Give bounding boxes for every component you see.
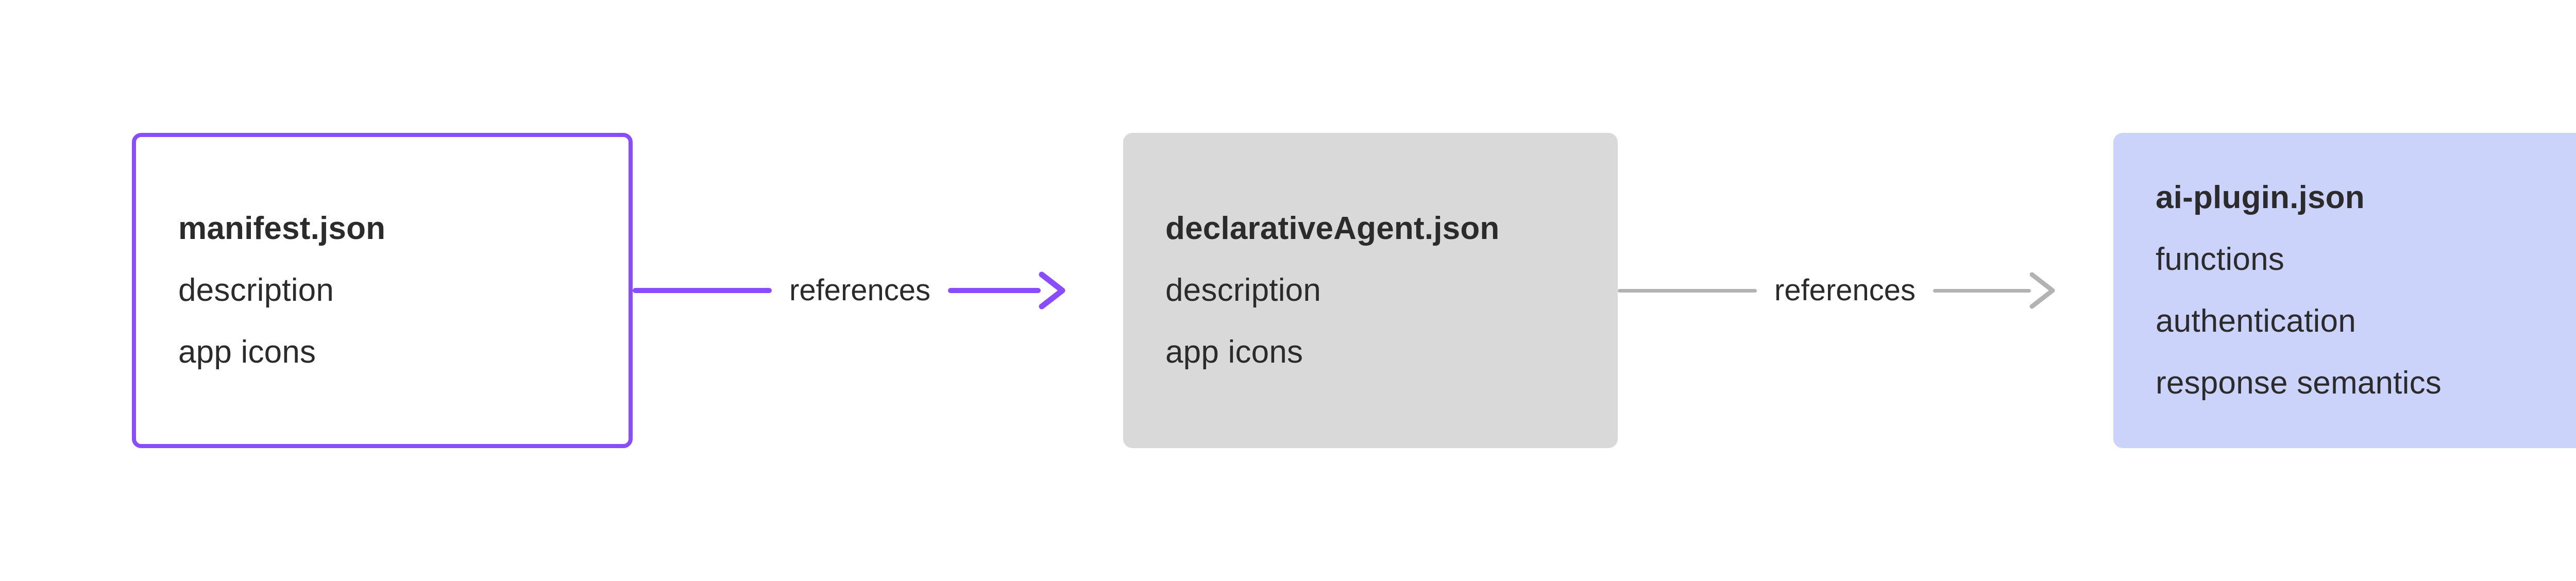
arrowhead-icon (1039, 271, 1065, 310)
node-item: app icons (178, 334, 316, 370)
edge-line-right (1933, 288, 2031, 293)
node-title: ai-plugin.json (2156, 180, 2365, 215)
node-item: description (178, 272, 334, 308)
arrowhead-icon (2029, 272, 2055, 309)
node-ai-plugin-json[interactable]: ai-plugin.json functions authentication … (2113, 133, 2576, 448)
node-title: declarativeAgent.json (1165, 211, 1500, 246)
edge-line-left (633, 288, 772, 293)
node-title: manifest.json (178, 211, 386, 246)
edge-line-right (948, 288, 1041, 293)
node-item: functions (2156, 242, 2284, 277)
edge-manifest-to-declarative-agent: references (633, 260, 1123, 321)
node-item: description (1165, 272, 1321, 308)
edge-label: references (1774, 274, 1916, 307)
node-manifest-json[interactable]: manifest.json description app icons (132, 133, 633, 448)
edge-line-left (1618, 288, 1757, 293)
node-item: app icons (1165, 334, 1303, 370)
node-declarative-agent-json[interactable]: declarativeAgent.json description app ic… (1123, 133, 1618, 448)
node-item: authentication (2156, 303, 2356, 339)
edge-label: references (789, 274, 931, 307)
node-item: response semantics (2156, 365, 2442, 401)
edge-declarative-agent-to-ai-plugin: references (1618, 260, 2113, 321)
